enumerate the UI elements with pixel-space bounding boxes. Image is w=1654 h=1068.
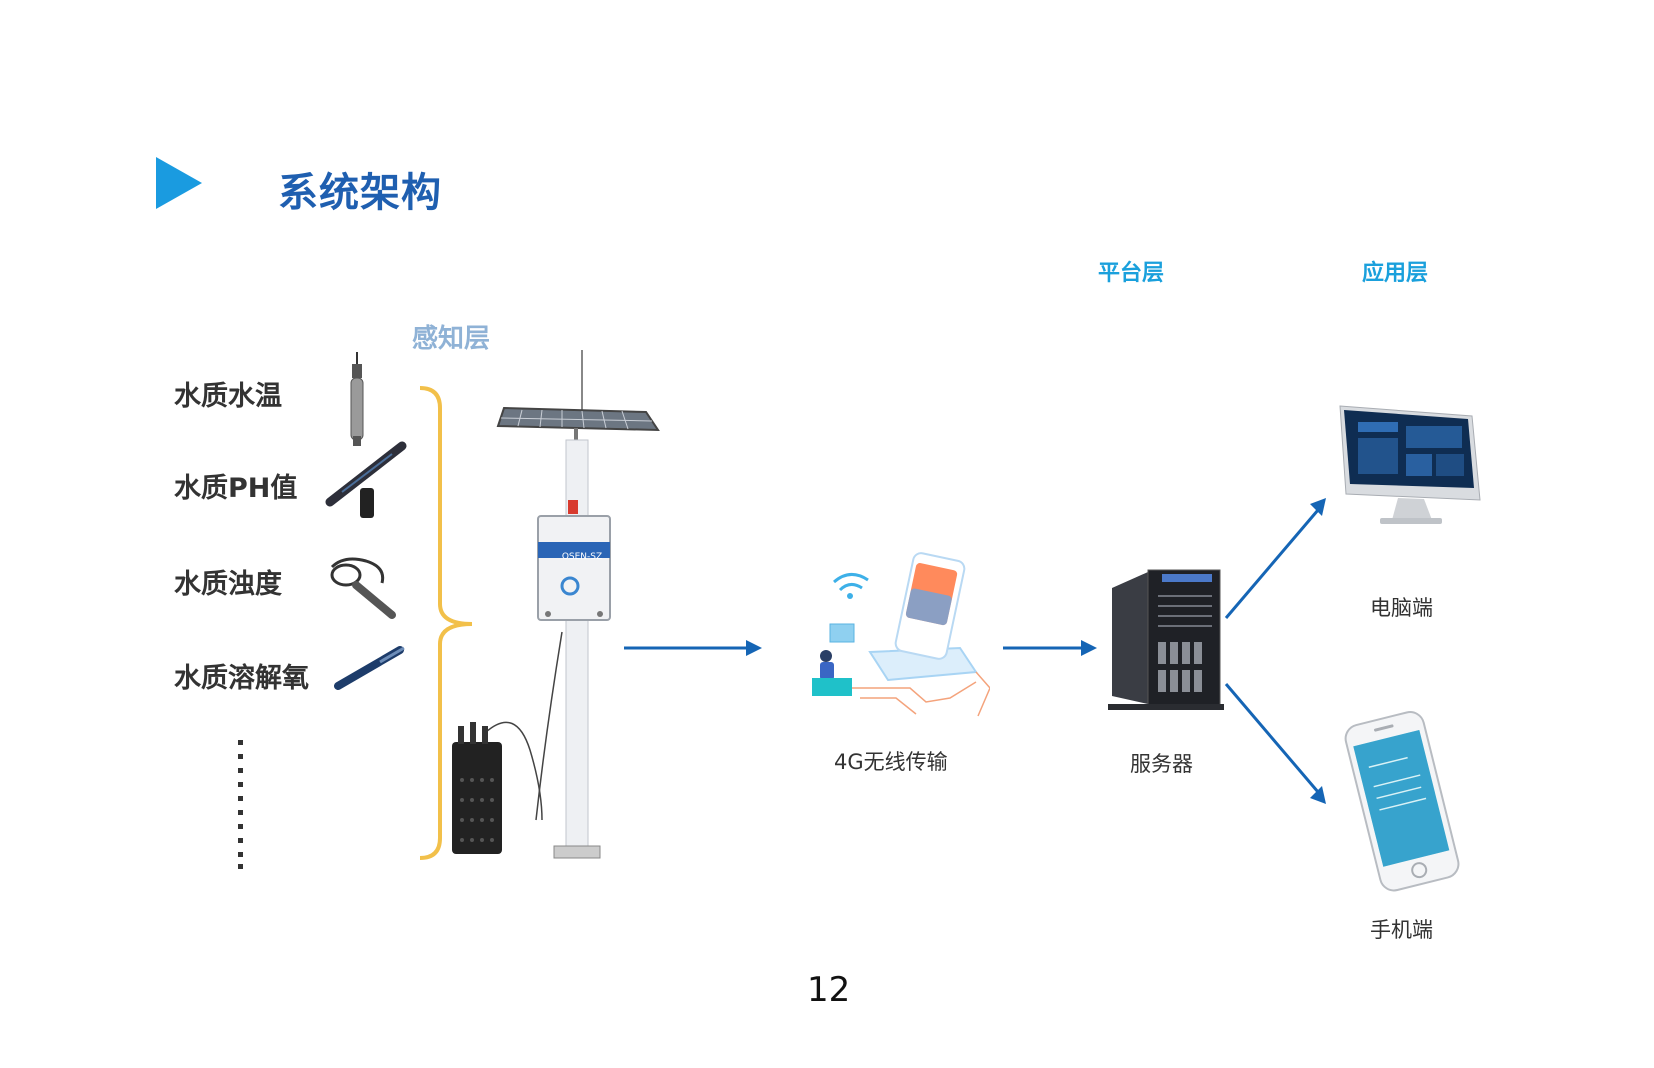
layer-label-perception: 感知层 bbox=[412, 324, 491, 354]
desktop-computer-image bbox=[1339, 405, 1481, 524]
node-label-server: 服务器 bbox=[1130, 752, 1193, 776]
node-label-transmission: 4G无线传输 bbox=[834, 750, 948, 774]
wireless-transmission-image bbox=[812, 552, 990, 717]
node-label-mobile: 手机端 bbox=[1370, 918, 1433, 942]
server-image bbox=[1108, 569, 1224, 710]
sensor-label-turbidity: 水质浊度 bbox=[174, 569, 282, 600]
sensor-label-temperature: 水质水温 bbox=[174, 381, 282, 412]
arrow-to-transmission bbox=[624, 640, 762, 656]
sensor-group-bracket bbox=[419, 386, 473, 860]
page-title: 系统架构 bbox=[278, 170, 442, 216]
device-panel-text: OSEN-SZ bbox=[561, 552, 603, 562]
dissolved-oxygen-probe-icon bbox=[334, 646, 405, 690]
arrow-to-server bbox=[1003, 640, 1097, 656]
more-sensors-dots-icon bbox=[238, 740, 243, 869]
ph-probe-icon bbox=[325, 441, 407, 518]
title-triangle-icon bbox=[156, 157, 202, 209]
layer-label-platform: 平台层 bbox=[1098, 261, 1165, 286]
mobile-phone-image bbox=[1344, 711, 1460, 892]
layer-label-application: 应用层 bbox=[1362, 261, 1429, 286]
temperature-probe-icon bbox=[350, 352, 364, 446]
sensor-label-dissolved-oxygen: 水质溶解氧 bbox=[174, 663, 309, 694]
sensor-label-ph: 水质PH值 bbox=[174, 473, 298, 504]
node-label-pc: 电脑端 bbox=[1370, 596, 1433, 620]
monitoring-station-image bbox=[452, 350, 660, 859]
arrow-to-pc bbox=[1224, 498, 1326, 619]
page-number: 12 bbox=[807, 970, 851, 1010]
turbidity-probe-icon bbox=[330, 557, 396, 619]
arrow-to-mobile bbox=[1224, 683, 1326, 804]
